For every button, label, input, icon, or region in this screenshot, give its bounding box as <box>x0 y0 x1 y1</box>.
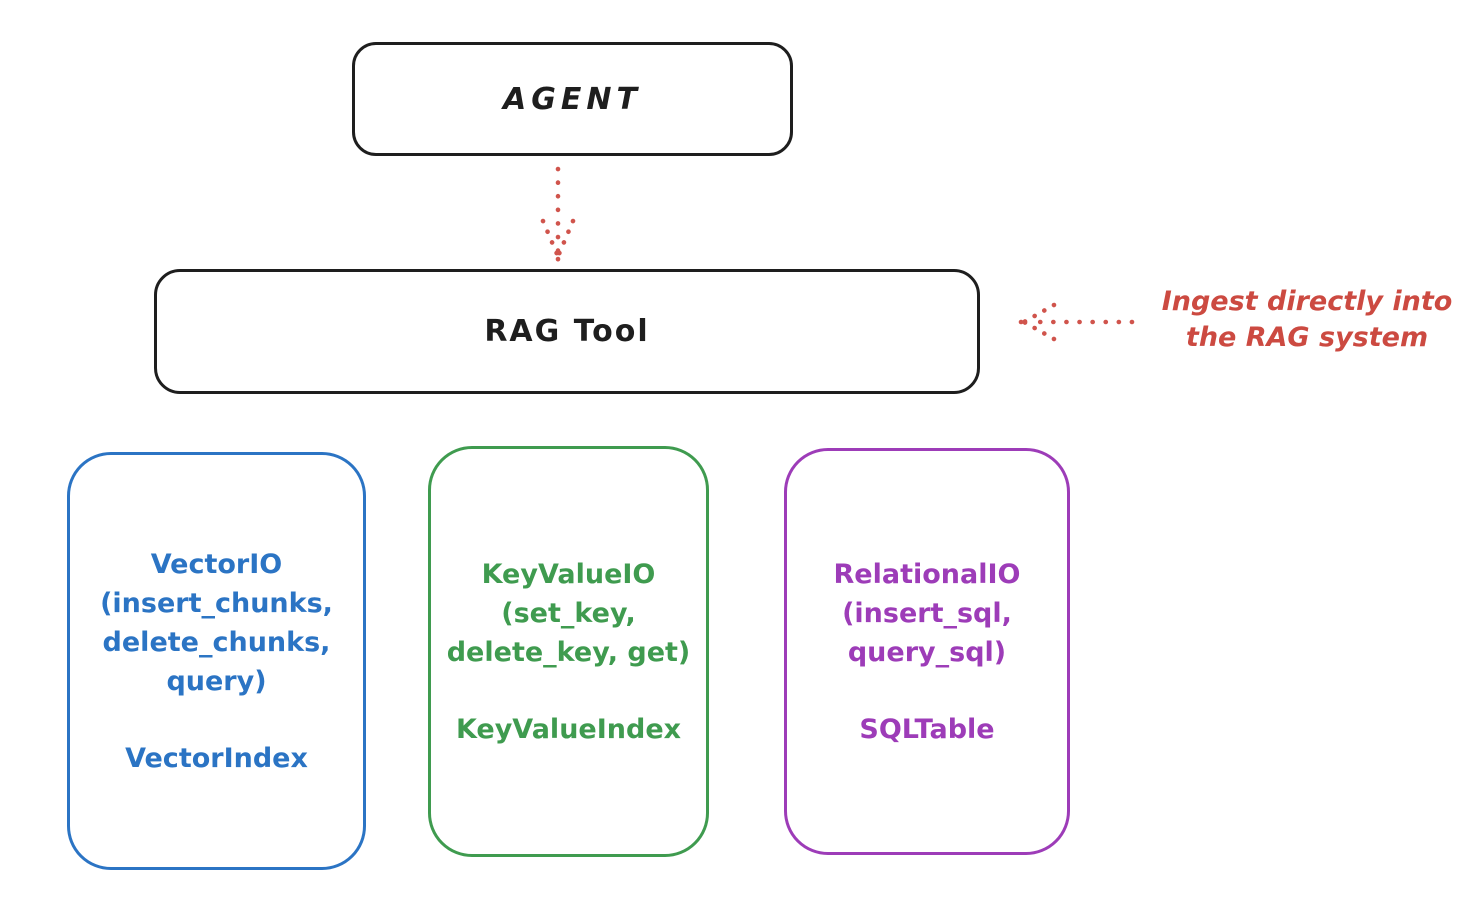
vector-io-box: VectorIO (insert_chunks, delete_chunks, … <box>67 452 366 870</box>
vector-io-methods-line2: delete_chunks, <box>102 626 331 658</box>
relational-io-title: RelationalIO <box>833 558 1021 590</box>
relational-io-methods-line1: (insert_sql, <box>842 597 1012 629</box>
relational-io-box: RelationalIO (insert_sql, query_sql) SQL… <box>784 448 1070 855</box>
ingest-annotation-line1: Ingest directly into <box>1161 286 1453 317</box>
vector-io-lines: VectorIO (insert_chunks, delete_chunks, … <box>100 545 333 701</box>
rag-tool-box-label: RAG Tool <box>484 314 650 349</box>
keyvalue-io-title: KeyValueIO <box>481 558 656 590</box>
agent-box-label: AGENT <box>503 81 642 117</box>
agent-to-rag-dotted-arrow-down-icon <box>540 166 576 262</box>
sql-table-label: SQLTable <box>859 713 995 745</box>
relational-io-lines: RelationalIO (insert_sql, query_sql) <box>834 555 1021 672</box>
vector-io-title: VectorIO <box>150 548 283 580</box>
keyvalue-index-label: KeyValueIndex <box>455 713 682 745</box>
ingest-annotation-line2: the RAG system <box>1185 322 1429 353</box>
vector-index-label: VectorIndex <box>125 742 308 774</box>
keyvalue-io-lines: KeyValueIO (set_key, delete_key, get) <box>447 555 691 672</box>
vector-io-methods-line1: (insert_chunks, <box>100 587 333 619</box>
vector-io-methods-line3: query) <box>166 665 267 697</box>
keyvalue-io-methods-line1: (set_key, <box>501 597 636 629</box>
ingest-annotation: Ingest directly into the RAG system <box>1140 284 1474 356</box>
keyvalue-io-box: KeyValueIO (set_key, delete_key, get) Ke… <box>428 446 709 857</box>
keyvalue-io-methods-line2: delete_key, get) <box>446 636 691 668</box>
relational-io-methods-line2: query_sql) <box>847 636 1007 668</box>
agent-box: AGENT <box>352 42 793 156</box>
annotation-dotted-arrow-left-icon <box>1018 302 1135 342</box>
rag-tool-box: RAG Tool <box>154 269 980 394</box>
